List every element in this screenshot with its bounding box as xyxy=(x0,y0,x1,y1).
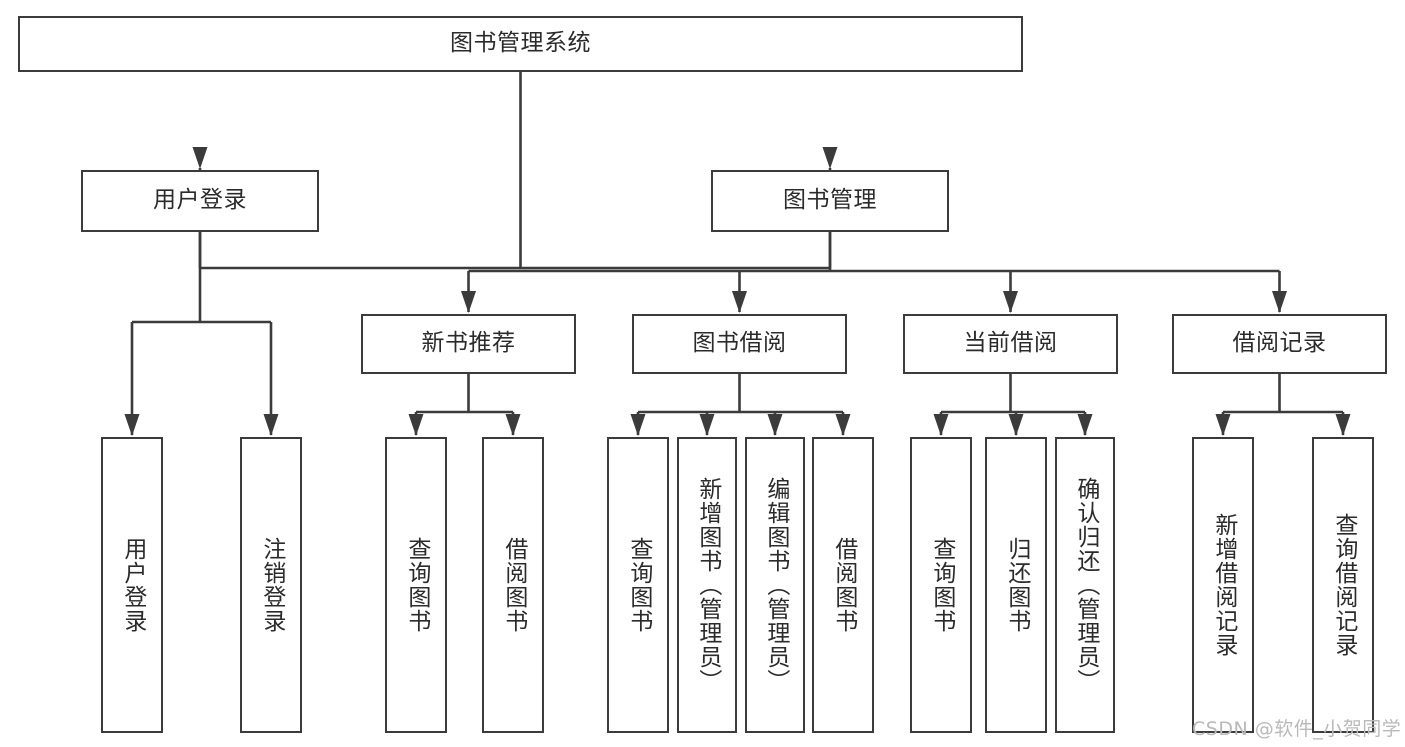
node-leaf-query-borrow-record[interactable]: 查询借阅记录 xyxy=(1312,437,1374,733)
node-leaf-user-login[interactable]: 用户登录 xyxy=(101,437,163,733)
node-label: 当前借阅 xyxy=(963,330,1058,357)
node-leaf-edit-book-admin[interactable]: 编辑图书（管理员） xyxy=(745,437,805,733)
node-root-system[interactable]: 图书管理系统 xyxy=(18,16,1023,72)
node-leaf-borrow-book[interactable]: 借阅图书 xyxy=(812,437,874,733)
node-leaf-query-book-borrow[interactable]: 查询图书 xyxy=(607,437,669,733)
node-leaf-logout-login[interactable]: 注销登录 xyxy=(240,437,302,733)
node-leaf-query-book-current[interactable]: 查询图书 xyxy=(910,437,972,733)
node-leaf-add-borrow-record[interactable]: 新增借阅记录 xyxy=(1192,437,1254,733)
node-label: 用户登录 xyxy=(153,187,247,214)
node-label: 图书管理系统 xyxy=(450,30,591,57)
node-leaf-borrow-book-rec[interactable]: 借阅图书 xyxy=(482,437,544,733)
node-user-login[interactable]: 用户登录 xyxy=(81,170,319,232)
node-label: 借阅图书 xyxy=(500,537,527,633)
node-book-borrow[interactable]: 图书借阅 xyxy=(632,314,847,374)
node-borrow-record[interactable]: 借阅记录 xyxy=(1172,314,1387,374)
node-leaf-add-book-admin[interactable]: 新增图书（管理员） xyxy=(677,437,737,733)
node-label: 查询图书 xyxy=(403,537,430,633)
node-leaf-query-book-rec[interactable]: 查询图书 xyxy=(385,437,447,733)
node-label: 图书管理 xyxy=(783,187,877,214)
node-label: 新书推荐 xyxy=(421,330,516,357)
node-leaf-return-book[interactable]: 归还图书 xyxy=(985,437,1047,733)
node-label: 查询图书 xyxy=(928,537,955,633)
node-label: 图书借阅 xyxy=(692,330,787,357)
node-label: 借阅记录 xyxy=(1232,330,1327,357)
node-label: 查询借阅记录 xyxy=(1330,513,1357,657)
node-label: 确认归还（管理员） xyxy=(1072,477,1099,693)
node-current-borrow[interactable]: 当前借阅 xyxy=(903,314,1118,374)
node-label: 归还图书 xyxy=(1003,537,1030,633)
node-label: 用户登录 xyxy=(119,537,146,633)
node-leaf-confirm-return-admin[interactable]: 确认归还（管理员） xyxy=(1055,437,1115,733)
watermark-text: CSDN @软件_小贺同学 xyxy=(1192,718,1402,740)
node-label: 新增借阅记录 xyxy=(1210,513,1237,657)
node-label: 编辑图书（管理员） xyxy=(762,477,789,693)
node-label: 借阅图书 xyxy=(830,537,857,633)
node-book-management[interactable]: 图书管理 xyxy=(711,170,949,232)
node-label: 注销登录 xyxy=(258,537,285,633)
node-label: 新增图书（管理员） xyxy=(694,477,721,693)
node-label: 查询图书 xyxy=(625,537,652,633)
node-new-book-recommend[interactable]: 新书推荐 xyxy=(361,314,576,374)
